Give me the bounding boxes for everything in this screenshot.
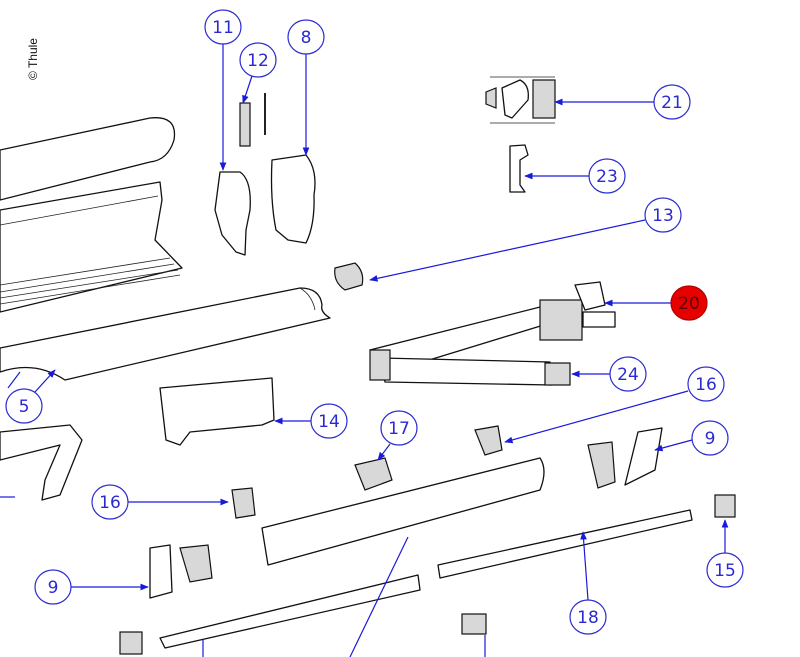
leader-line-13 bbox=[369, 219, 646, 282]
callout-circle bbox=[653, 84, 691, 120]
callout-8[interactable]: 8 bbox=[287, 19, 325, 55]
callout-number: 24 bbox=[617, 365, 639, 385]
callout-24[interactable]: 24 bbox=[609, 356, 647, 392]
callout-number: 21 bbox=[661, 93, 683, 113]
callout-circle bbox=[569, 599, 607, 635]
leader-line-12 bbox=[242, 75, 253, 104]
callout-11[interactable]: 11 bbox=[204, 9, 242, 45]
telescopic-bar-part-18 bbox=[437, 509, 693, 579]
callout-number: 12 bbox=[247, 51, 269, 71]
part-16-left bbox=[231, 487, 256, 519]
callout-circle bbox=[91, 484, 129, 520]
part-16-right bbox=[474, 425, 503, 456]
callout-circle bbox=[5, 388, 43, 424]
callout-circle bbox=[287, 19, 325, 55]
callout-number: 17 bbox=[388, 419, 410, 439]
callout-number: 5 bbox=[19, 397, 30, 417]
callout-circle bbox=[310, 403, 348, 439]
clip-part-23 bbox=[509, 144, 529, 193]
callout-21[interactable]: 21 bbox=[653, 84, 691, 120]
bracket-part-12 bbox=[239, 102, 251, 147]
part-17 bbox=[354, 457, 393, 491]
callout-23[interactable]: 23 bbox=[588, 158, 626, 194]
part-near-9-right bbox=[587, 441, 616, 489]
callout-12[interactable]: 12 bbox=[239, 42, 277, 78]
awning-fabric bbox=[0, 287, 331, 381]
awning-housing bbox=[0, 117, 183, 313]
callout-circle bbox=[706, 552, 744, 588]
callout-16[interactable]: 16 bbox=[687, 366, 725, 402]
end-cap-part-11 bbox=[214, 171, 251, 256]
parts-set-21 bbox=[485, 76, 556, 124]
part-bottom-mid bbox=[461, 613, 487, 635]
callout-circle bbox=[687, 366, 725, 402]
callout-number: 9 bbox=[48, 578, 59, 598]
callout-number: 8 bbox=[301, 28, 312, 48]
part-15 bbox=[714, 494, 736, 518]
left-arm-fragment bbox=[0, 424, 83, 501]
callout-number: 11 bbox=[212, 18, 234, 38]
cover-part-9-right bbox=[624, 427, 663, 486]
cover-part-9-left bbox=[149, 544, 173, 599]
callout-number: 16 bbox=[695, 375, 717, 395]
front-bar bbox=[261, 457, 545, 566]
roller-cap-part-13 bbox=[334, 262, 364, 291]
callout-number: 9 bbox=[705, 429, 716, 449]
callout-circle bbox=[644, 197, 682, 233]
telescopic-bar-left bbox=[159, 574, 421, 649]
callout-17[interactable]: 17 bbox=[380, 410, 418, 446]
callout-circle bbox=[670, 285, 708, 321]
callout-18[interactable]: 18 bbox=[569, 599, 607, 635]
callout-5[interactable]: 5 bbox=[5, 388, 43, 424]
callout-circle bbox=[609, 356, 647, 392]
part-near-9-left bbox=[179, 544, 213, 583]
callout-15[interactable]: 15 bbox=[706, 552, 744, 588]
callout-number: 13 bbox=[652, 206, 674, 226]
callout-circle bbox=[34, 569, 72, 605]
callout-circle bbox=[380, 410, 418, 446]
callout-circle bbox=[204, 9, 242, 45]
callout-20[interactable]: 20 bbox=[670, 285, 708, 321]
leader-line-9 bbox=[654, 439, 693, 452]
support-arm-part-20 bbox=[369, 281, 616, 386]
callout-9[interactable]: 9 bbox=[34, 569, 72, 605]
leader-line bbox=[349, 536, 409, 657]
callout-number: 15 bbox=[714, 561, 736, 581]
callout-circle bbox=[239, 42, 277, 78]
callout-number: 18 bbox=[577, 608, 599, 628]
callout-circle bbox=[588, 158, 626, 194]
callout-circle bbox=[691, 420, 729, 456]
callout-number: 23 bbox=[596, 167, 618, 187]
callout-number: 20 bbox=[678, 294, 700, 314]
callout-14[interactable]: 14 bbox=[310, 403, 348, 439]
end-cover-part-8 bbox=[270, 154, 316, 244]
leader-line-18 bbox=[580, 531, 589, 601]
wall-bracket-part-14 bbox=[159, 377, 275, 446]
callout-13[interactable]: 13 bbox=[644, 197, 682, 233]
callout-16[interactable]: 16 bbox=[91, 484, 129, 520]
leader-line-17 bbox=[377, 443, 391, 461]
leader-line-5 bbox=[34, 369, 56, 393]
leader-line bbox=[7, 371, 21, 389]
leader-line-16 bbox=[504, 390, 689, 444]
part-bottom-left bbox=[119, 631, 143, 655]
callout-number: 16 bbox=[99, 493, 121, 513]
callout-number: 14 bbox=[318, 412, 340, 432]
callout-9[interactable]: 9 bbox=[691, 420, 729, 456]
